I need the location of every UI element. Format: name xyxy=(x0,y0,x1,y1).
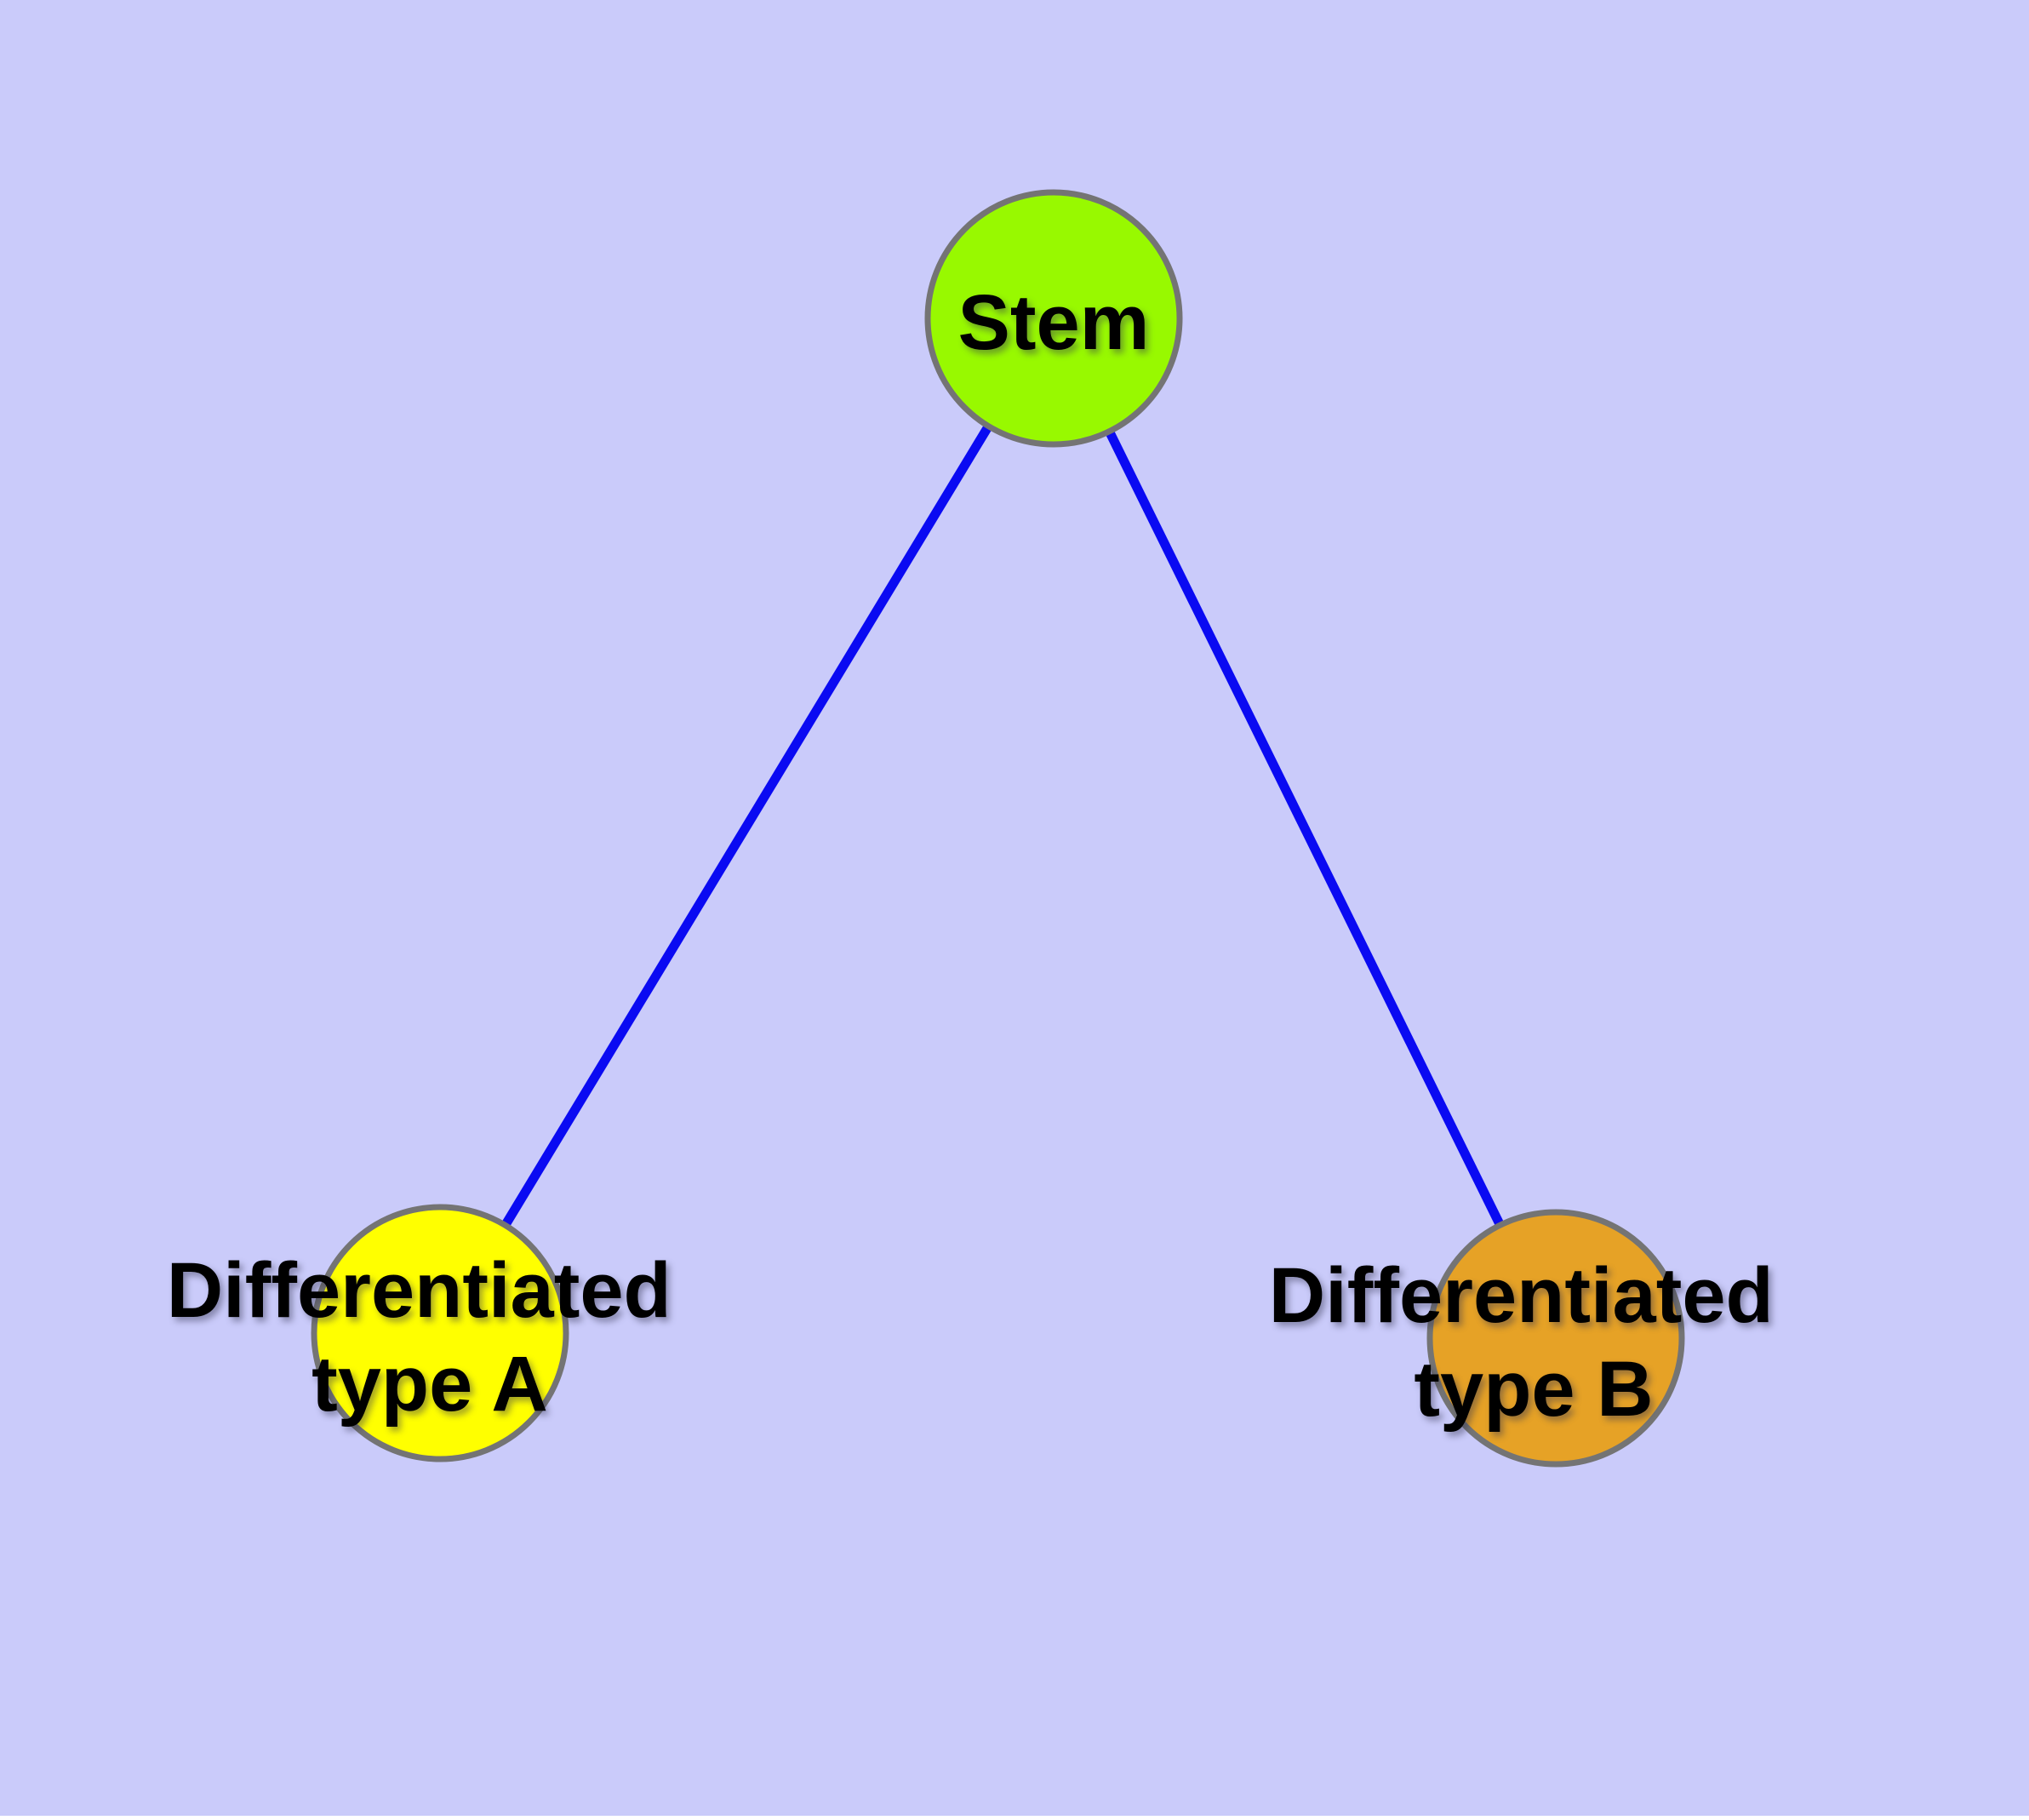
node-differentiated-type-b[interactable]: Differentiated type B xyxy=(1269,1209,1796,1468)
edge-layer xyxy=(436,316,1560,1341)
canvas-bottom-gap xyxy=(0,1816,2029,1820)
node-stem-circle[interactable] xyxy=(924,189,1183,448)
node-differentiated-type-b-label-line-2: type B xyxy=(1414,1346,1653,1433)
node-differentiated-type-b-circle[interactable] xyxy=(1426,1209,1685,1468)
edge-stem-to-type-b[interactable] xyxy=(1049,316,1560,1341)
node-differentiated-type-b-label-line-1: Differentiated xyxy=(1269,1252,1774,1339)
node-differentiated-type-a[interactable]: Differentiated type A xyxy=(167,1204,694,1462)
node-differentiated-type-a-circle[interactable] xyxy=(311,1204,569,1462)
node-differentiated-type-a-label-line-1: Differentiated xyxy=(167,1247,672,1334)
edge-stem-to-type-a[interactable] xyxy=(436,316,1058,1336)
node-differentiated-type-a-label-line-2: type A xyxy=(311,1341,548,1428)
node-differentiated-type-b-label: Differentiated type B xyxy=(1269,1252,1796,1433)
node-stem-label-line: Stem xyxy=(958,279,1150,366)
node-stem-label: Stem xyxy=(958,279,1150,366)
node-stem[interactable]: Stem xyxy=(924,189,1183,448)
node-differentiated-type-a-label: Differentiated type A xyxy=(167,1247,694,1428)
